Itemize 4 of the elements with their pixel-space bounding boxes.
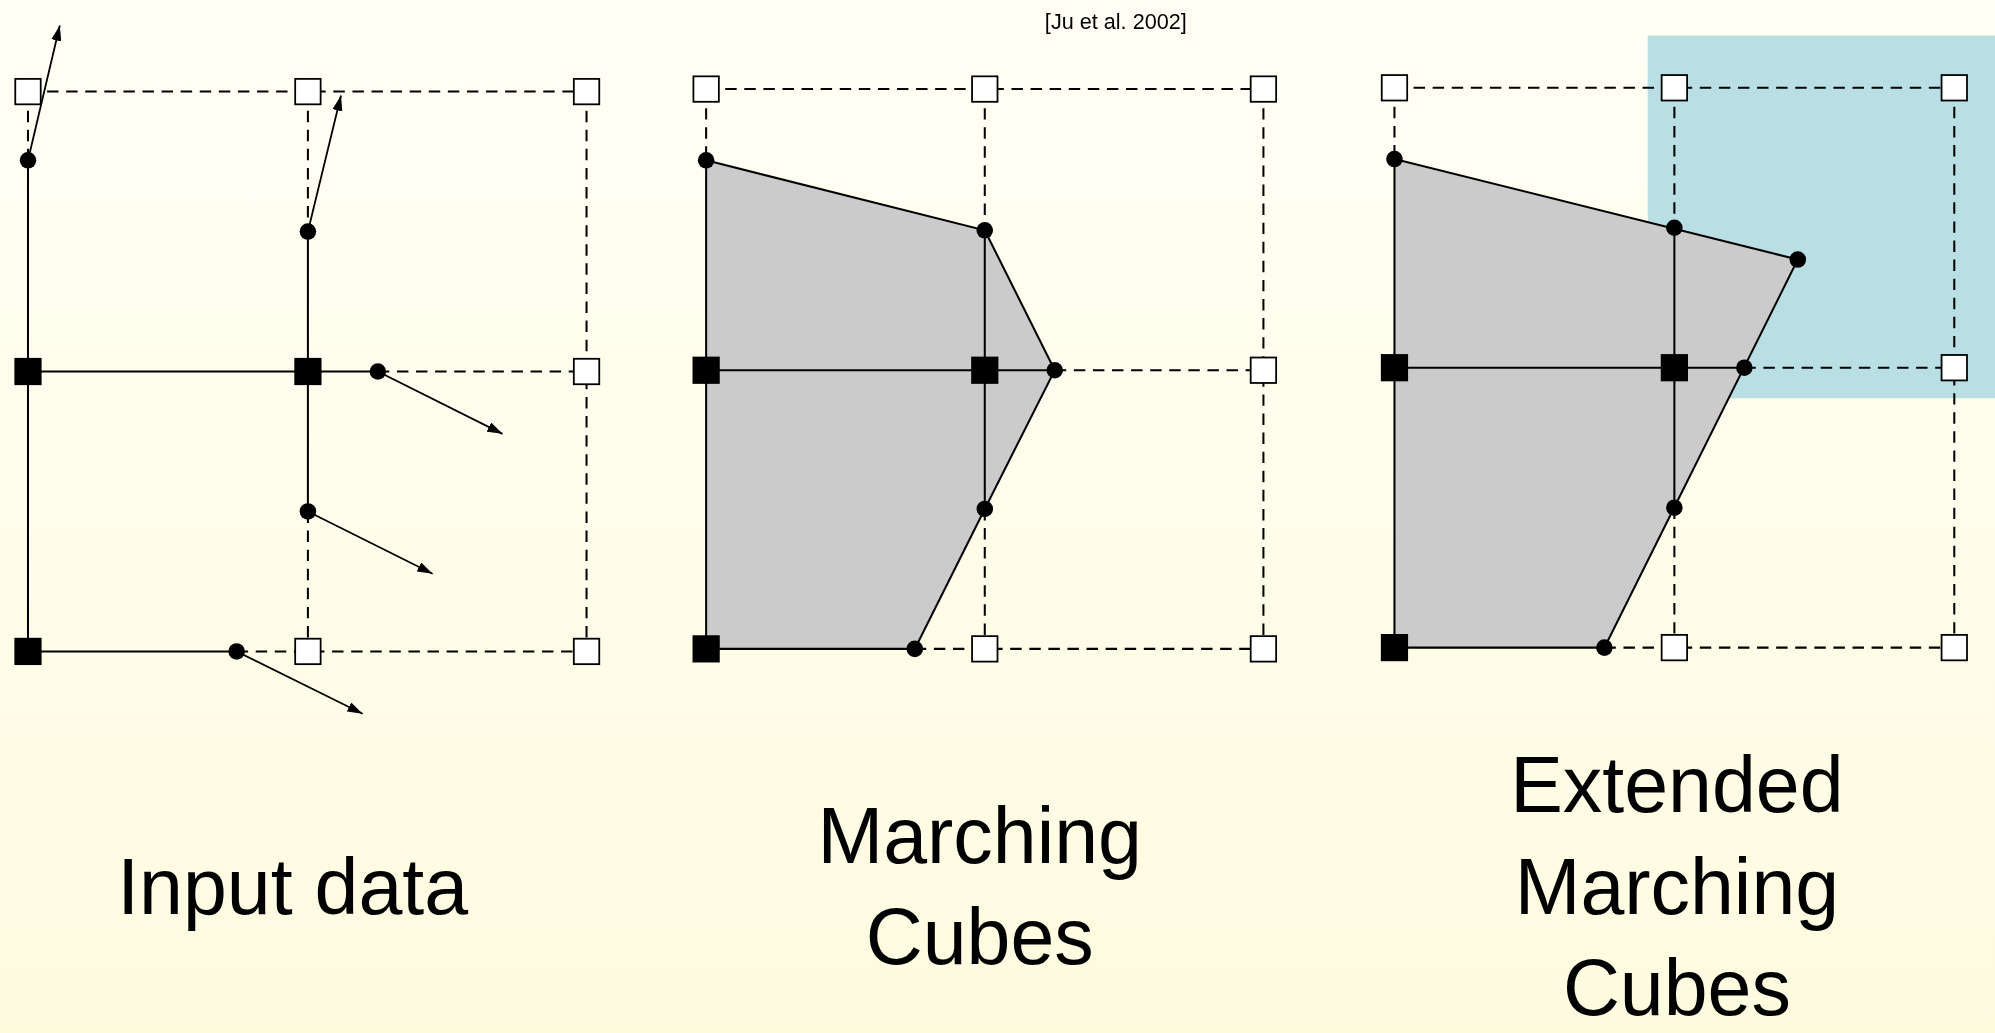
panel-caption: Marching Cubes	[816, 790, 1143, 983]
panel-caption: Input data	[116, 841, 470, 933]
panel-caption: Extended Marching Cubes	[1509, 739, 1845, 1033]
citation: [Ju et al. 2002]	[1043, 10, 1188, 36]
